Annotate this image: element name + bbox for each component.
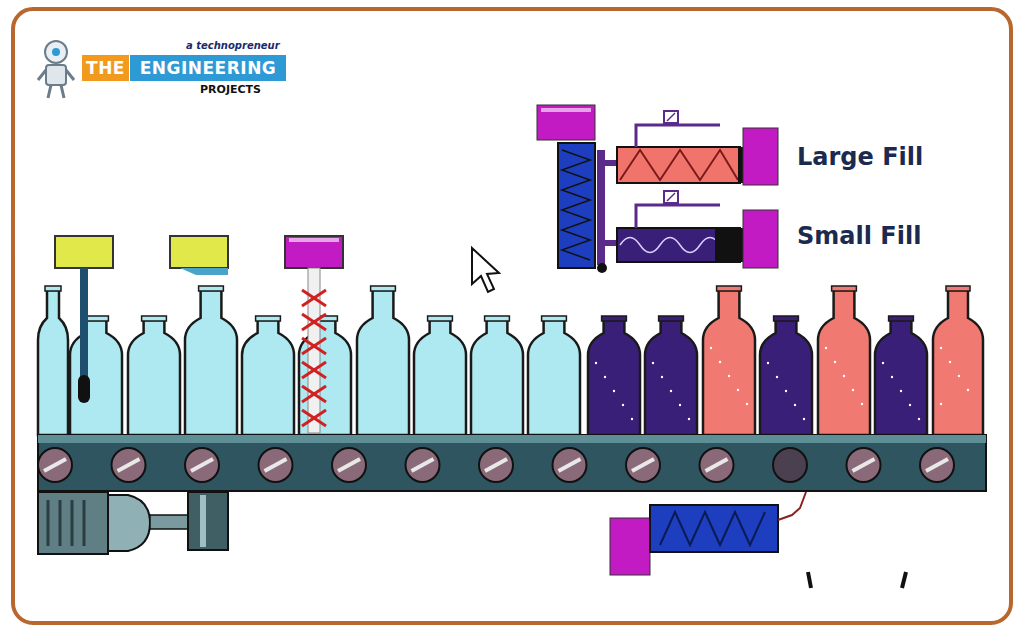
bottle (933, 290, 983, 435)
bottle (38, 290, 68, 435)
logo-tagline: a technopreneur (186, 40, 280, 51)
bubble (604, 376, 606, 378)
bottle-lip (542, 316, 567, 321)
bottle-lip (832, 286, 857, 291)
bubble (852, 389, 854, 391)
logo-text: THE (86, 58, 125, 78)
bubble (652, 362, 654, 364)
bottle (875, 320, 927, 435)
roller (553, 448, 587, 482)
bubble (940, 347, 942, 349)
bubble (670, 390, 672, 392)
bubble (900, 390, 902, 392)
roller (38, 448, 72, 482)
stations (55, 236, 343, 433)
bubble (909, 404, 911, 406)
bottle (818, 290, 870, 435)
roller (773, 448, 807, 482)
bottle (760, 320, 812, 435)
roller (406, 448, 440, 482)
bubble (918, 418, 920, 420)
bubble (710, 347, 712, 349)
roller (920, 448, 954, 482)
fill-label: Small Fill (797, 222, 921, 250)
logo-box: THE (82, 55, 129, 81)
bottle-lip (428, 316, 453, 321)
motor (38, 492, 228, 554)
logo-text: ENGINEERING (140, 58, 277, 78)
bubble (595, 362, 597, 364)
bubble (940, 403, 942, 405)
bottle (185, 290, 237, 435)
bubble (825, 347, 827, 349)
bottle (703, 290, 755, 435)
roller (185, 448, 219, 482)
bubble (746, 403, 748, 405)
bottle-lip (717, 286, 742, 291)
bottle (242, 320, 294, 435)
roller (847, 448, 881, 482)
roller (479, 448, 513, 482)
robot-logo (38, 41, 74, 98)
bubble (949, 361, 951, 363)
bottle-lip (889, 316, 914, 321)
bottle-lip (256, 316, 281, 321)
roller (700, 448, 734, 482)
roller (332, 448, 366, 482)
bottle-lip (371, 286, 396, 291)
bottle (528, 320, 580, 435)
bottle-lip (602, 316, 627, 321)
bubble (679, 404, 681, 406)
bottle (414, 320, 466, 435)
bubble (622, 404, 624, 406)
bottle-lip (142, 316, 167, 321)
bottle-lip (45, 286, 61, 291)
logo-text: PROJECTS (200, 83, 261, 96)
logo-box: ENGINEERING (130, 55, 286, 81)
frame (13, 9, 1011, 623)
bubble (794, 404, 796, 406)
bubble (834, 361, 836, 363)
bottle (128, 320, 180, 435)
mouse-cursor (472, 248, 499, 292)
bubble (967, 389, 969, 391)
conveyor (38, 435, 986, 491)
bottle (645, 320, 697, 435)
bottle-lip (485, 316, 510, 321)
bottles (38, 286, 983, 435)
bubble (861, 403, 863, 405)
bubble (891, 376, 893, 378)
roller (112, 448, 146, 482)
bubble (737, 389, 739, 391)
bubble (728, 375, 730, 377)
fill-actuators (537, 105, 778, 273)
bubble (719, 361, 721, 363)
reject-pusher (610, 492, 906, 588)
bottle (70, 320, 122, 435)
bottle (299, 320, 351, 435)
bubble (767, 362, 769, 364)
bubble (631, 418, 633, 420)
bottle-lip (946, 286, 970, 291)
bubble (688, 418, 690, 420)
bubble (613, 390, 615, 392)
bubble (661, 376, 663, 378)
bubble (958, 375, 960, 377)
bottle (471, 320, 523, 435)
roller (259, 448, 293, 482)
bubble (776, 376, 778, 378)
fill-label: Large Fill (797, 143, 923, 171)
bottle-lip (659, 316, 684, 321)
bubble (882, 362, 884, 364)
bottle (357, 290, 409, 435)
bottle (588, 320, 640, 435)
bubble (803, 418, 805, 420)
bubble (785, 390, 787, 392)
roller (626, 448, 660, 482)
bottle-lip (199, 286, 224, 291)
bubble (843, 375, 845, 377)
bottle-lip (774, 316, 799, 321)
